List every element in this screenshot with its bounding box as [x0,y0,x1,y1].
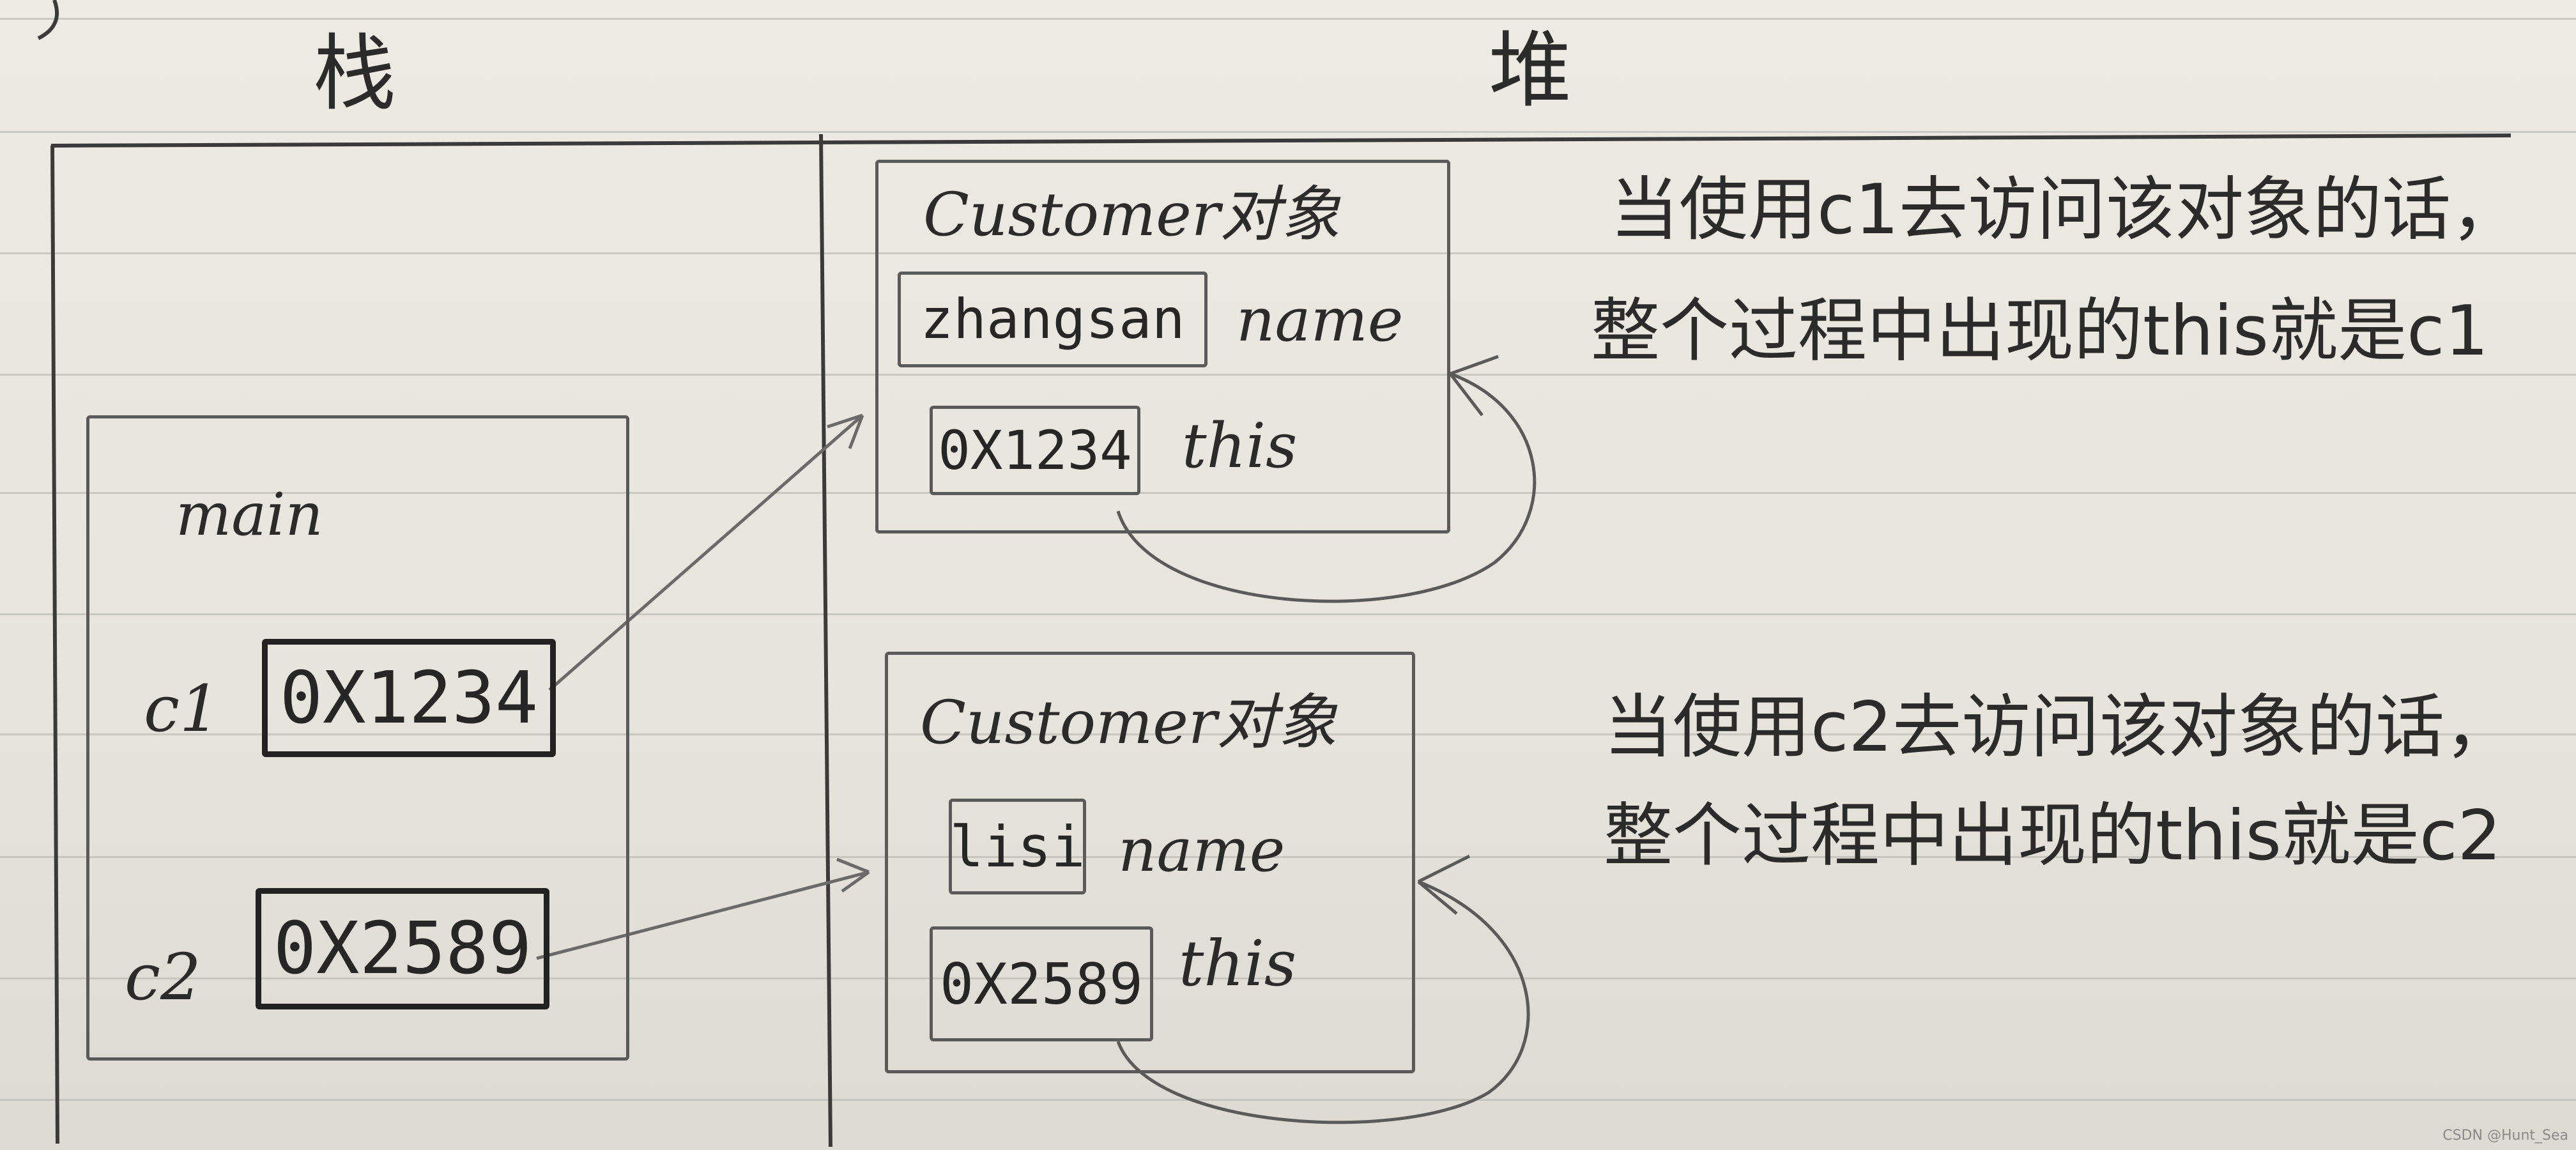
main-frame-label: main [176,480,323,549]
var-c1-name: c1 [144,671,220,746]
heap-object-1-title: Customer对象 [923,180,1340,250]
var-c1-value: 0X1234 [279,656,539,740]
heap-object-2-this-cell: 0X2589 [930,926,1153,1041]
heap-object-1-this-value: 0X1234 [938,419,1132,482]
heap-object-2-name-value: lisi [949,813,1085,880]
ruled-line [0,18,2576,20]
var-c2-value-cell: 0X2589 [256,888,549,1009]
heap-header: 堆 [1489,22,1572,119]
heap-object-2-name-cell: lisi [949,799,1086,894]
heap-object-1-this-label: this [1182,410,1298,482]
stack-header: 栈 [313,25,397,122]
heap-object-1-name-label: name [1236,286,1404,355]
heap-object-1-name-cell: zhangsan [898,272,1208,367]
heap-object-2-this-value: 0X2589 [940,951,1143,1017]
note-2-line-2: 整个过程中出现的this就是c2 [1604,796,2502,876]
watermark: CSDN @Hunt_Sea [2442,1128,2568,1144]
var-c2-name: c2 [125,940,201,1015]
note-1-line-2: 整个过程中出现的this就是c1 [1591,291,2489,371]
var-c2-value: 0X2589 [273,907,532,990]
ruled-line [0,131,2576,133]
ruled-line [0,252,2576,254]
ruled-line [0,733,2576,735]
heap-object-1 [875,160,1450,533]
heap-object-1-this-cell: 0X1234 [930,406,1140,495]
heap-object-1-name-value: zhangsan [920,288,1185,351]
heap-object-2-name-label: name [1118,816,1285,885]
main-stack-frame [86,415,629,1061]
note-2-line-1: 当使用c2去访问该对象的话， [1604,687,2514,767]
heap-object-2-this-label: this [1179,928,1297,1000]
ruled-line [0,856,2576,858]
heap-object-2 [885,652,1415,1073]
ruled-line [0,1099,2576,1101]
heap-object-2-title: Customer对象 [920,688,1337,758]
ruled-line [0,613,2576,615]
note-1-line-1: 当使用c1去访问该对象的话， [1610,170,2520,250]
var-c1-value-cell: 0X1234 [262,639,556,757]
